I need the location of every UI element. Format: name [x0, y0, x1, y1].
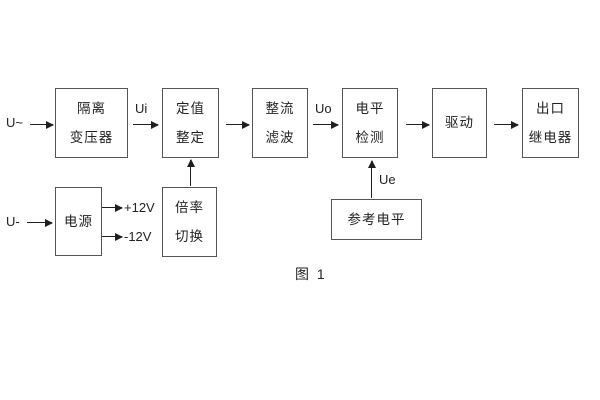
- arrow-drive-to-relay: [494, 120, 519, 129]
- label-input-ac: U~: [6, 115, 23, 130]
- label-ui: Ui: [135, 101, 148, 116]
- label-plus12v: +12V: [124, 200, 155, 215]
- block-setting: 定值 整定: [162, 88, 219, 158]
- label-ue: Ue: [379, 172, 396, 187]
- block-drive: 驱动: [432, 88, 487, 158]
- block-isolation-transformer: 隔离 变压器: [55, 88, 128, 158]
- block-reference-level: 参考电平: [331, 199, 422, 240]
- block-label: 隔离: [77, 100, 106, 116]
- block-level-detect: 电平 检测: [342, 88, 398, 158]
- block-label: 电平: [355, 100, 385, 116]
- block-rectify-filter: 整流 滤波: [252, 88, 308, 158]
- label-uo: Uo: [315, 101, 332, 116]
- block-label: 驱动: [445, 115, 474, 130]
- arrow-ac-to-isolation: [30, 120, 54, 129]
- block-label: 整定: [176, 129, 205, 145]
- arrow-isolation-to-setting: [133, 120, 159, 129]
- block-label: 检测: [355, 129, 385, 145]
- block-label: 变压器: [69, 129, 114, 145]
- block-label: 倍率: [175, 199, 204, 215]
- arrow-power-minus12: [102, 232, 123, 241]
- block-label: 定值: [176, 100, 205, 116]
- arrow-dc-to-power: [27, 218, 53, 227]
- block-label: 继电器: [528, 129, 573, 145]
- arrow-power-plus12: [102, 203, 123, 212]
- block-label: 参考电平: [347, 211, 406, 227]
- arrow-setting-to-rectifier: [226, 120, 250, 129]
- arrow-ratio-to-setting: [186, 159, 195, 186]
- figure-caption: 图 1: [295, 266, 327, 282]
- block-label: 出口: [536, 100, 565, 116]
- block-ratio-switch: 倍率 切换: [162, 187, 217, 257]
- block-label: 整流: [265, 100, 295, 116]
- arrow-reference-to-level: [367, 160, 376, 198]
- label-input-dc: U-: [6, 214, 20, 229]
- block-output-relay: 出口 继电器: [522, 88, 579, 158]
- arrow-level-to-drive: [406, 120, 430, 129]
- label-minus12v: -12V: [124, 229, 152, 244]
- block-label: 滤波: [265, 129, 295, 145]
- block-power: 电源: [55, 187, 102, 256]
- block-label: 电源: [64, 213, 93, 229]
- arrow-rectifier-to-level: [313, 120, 339, 129]
- block-label: 切换: [175, 228, 204, 244]
